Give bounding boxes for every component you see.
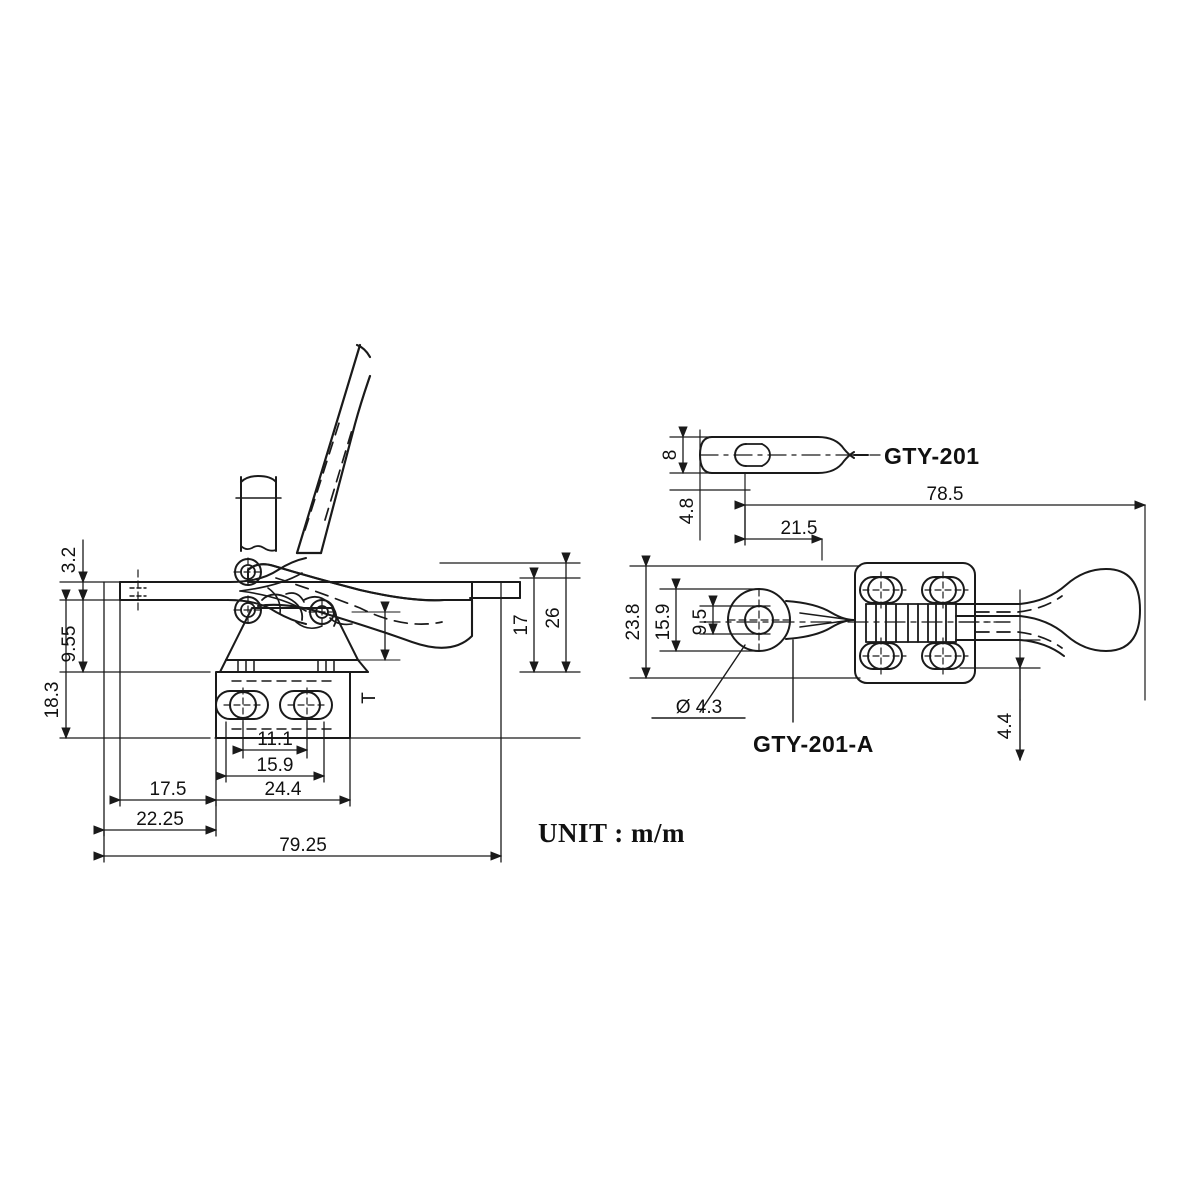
dim-15-9-plan: 15.9 bbox=[653, 604, 674, 641]
dim-3-2: 3.2 bbox=[59, 547, 80, 573]
label-gty-201: GTY-201 bbox=[884, 443, 980, 469]
side-view-dimensions bbox=[59, 539, 581, 863]
dim-79-25: 79.25 bbox=[279, 835, 327, 856]
dim-78-5: 78.5 bbox=[927, 484, 964, 505]
dim-17-5: 17.5 bbox=[150, 779, 187, 800]
dim-11-1: 11.1 bbox=[257, 729, 293, 750]
dim-8: 8 bbox=[660, 450, 681, 461]
dim-26: 26 bbox=[543, 607, 564, 628]
plan-base-plate bbox=[854, 562, 976, 684]
plan-handle bbox=[955, 568, 1141, 657]
dim-hole-diameter: Ø 4.3 bbox=[676, 697, 722, 718]
plan-view-geometry bbox=[699, 562, 1141, 684]
dim-9-55: 9.55 bbox=[59, 626, 80, 663]
dim-17: 17 bbox=[511, 614, 532, 635]
dim-4-4: 4.4 bbox=[995, 712, 1016, 739]
label-gty-201-a: GTY-201-A bbox=[753, 731, 874, 757]
dim-24-4: 24.4 bbox=[265, 779, 302, 800]
side-pivot-pins bbox=[233, 557, 336, 626]
side-base-bracket bbox=[219, 607, 369, 673]
plan-hook-eye bbox=[727, 588, 855, 652]
dim-21-5: 21.5 bbox=[781, 518, 818, 539]
latch-bar-geometry bbox=[699, 436, 881, 474]
side-spindle bbox=[235, 475, 282, 552]
side-handle-lever bbox=[295, 343, 372, 555]
dim-thickness-T: T bbox=[359, 692, 380, 704]
dim-18-3: 18.3 bbox=[42, 682, 63, 719]
dim-15-9-side: 15.9 bbox=[257, 755, 294, 776]
unit-note: UNIT : m/m bbox=[538, 818, 686, 848]
dim-4-8: 4.8 bbox=[677, 498, 698, 524]
dim-9-5: 9.5 bbox=[690, 609, 711, 635]
side-clamp-arm bbox=[246, 563, 521, 649]
plan-view-dimensions bbox=[629, 555, 1041, 762]
side-linkage-detail bbox=[261, 587, 353, 630]
side-elevation-geometry bbox=[119, 343, 521, 739]
dim-22-25: 22.25 bbox=[136, 809, 184, 830]
latch-bar-dimensions bbox=[669, 426, 1147, 701]
dim-23-8: 23.8 bbox=[623, 604, 644, 641]
